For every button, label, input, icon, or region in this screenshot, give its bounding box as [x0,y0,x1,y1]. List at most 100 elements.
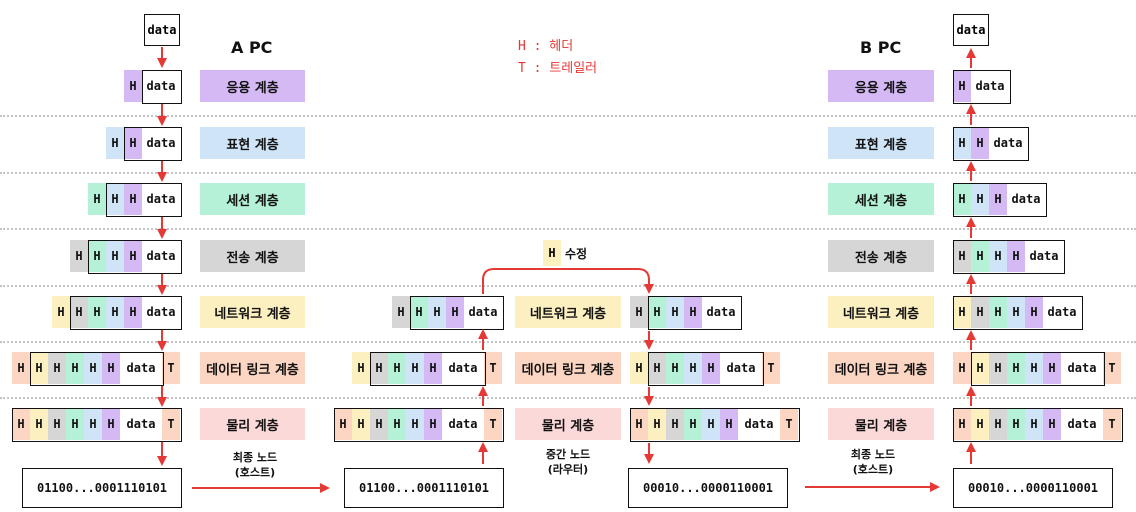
host-a-row5-header-cell: H [88,296,106,328]
layer-separator [0,228,1136,230]
host-b-row3-header-cell: H [989,183,1007,215]
router-in-row3-header-cell: H [406,408,424,440]
host-b-row5-header-cell: H [1007,296,1025,328]
layer-separator [0,115,1136,117]
host-b-row5-header-cell: H [953,296,971,328]
host-b-row5-header-cell: H [989,296,1007,328]
host-b-row5-header-cell: H [971,296,989,328]
host-a-layer-label: 세션 계층 [200,183,305,215]
host-b-row7-header-cell: H [1043,408,1061,440]
host-a-row5-header-cell: H [70,296,88,328]
host-a-row7-trailer-cell: T [162,408,180,440]
router-out-row2-header-cell: H [666,352,684,384]
host-b-layer-label: 네트워크 계층 [828,296,934,328]
host-a-row4-header-cell: H [106,240,124,272]
router-in-row1-header-cell: H [446,296,464,328]
router-in-row2-header-cell: H [388,352,406,384]
host-b-row2-header-cell: H [971,127,989,159]
router-out-row3-header-cell: H [702,408,720,440]
legend-header: H : 헤더 [518,39,574,54]
host-b-layer-label: 표현 계층 [828,127,934,159]
layer-separator [0,285,1136,287]
modify-header-text: H [548,246,556,260]
host-b-row6-trailer-cell: T [1103,352,1121,384]
modify-header-cell: H [543,240,561,266]
router-out-row1-data-cell: data [702,296,740,328]
host-a-row1-header-cell: H [124,70,142,102]
host-b-layer-label: 응용 계층 [828,70,934,102]
host-b-row7-data-cell: data [1061,408,1103,440]
host-b-row3-header-cell: H [953,183,971,215]
router-in-row2-trailer-cell: T [484,352,502,384]
header-modify-arrow [482,268,654,294]
router-bitstream-out: 00010...0000110001 [628,468,788,508]
legend: H : 헤더 T : 트레일러 [518,36,597,80]
router-out-row2-header-cell: H [630,352,648,384]
host-b-layer-label: 데이터 링크 계층 [828,352,934,384]
router-layer-label: 물리 계층 [515,408,621,440]
host-a-bitstream: 01100...0001110101 [22,468,182,508]
host-b-row7-header-cell: H [953,408,971,440]
host-b-row6-header-cell: H [1007,352,1025,384]
router-in-row3-header-cell: H [334,408,352,440]
router-out-row2-header-cell: H [702,352,720,384]
host-a-row3-header-cell: H [124,183,142,215]
router-out-row3-header-cell: H [684,408,702,440]
host-a-row6-trailer-cell: T [162,352,180,384]
host-a-row3-data-cell: data [142,183,180,215]
host-a-row7-header-cell: H [12,408,30,440]
host-a-row5-data-cell: data [142,296,180,328]
host-a-row7-data-cell: data [120,408,162,440]
host-a-row4-header-cell: H [88,240,106,272]
host-a-title: A PC [231,38,273,57]
host-a-row4-header-cell: H [124,240,142,272]
host-b-title: B PC [860,38,902,57]
host-a-row7-header-cell: H [84,408,102,440]
host-a-row7-header-cell: H [102,408,120,440]
host-b-row7-header-cell: H [989,408,1007,440]
host-a-caption-line2: (호스트) [234,466,276,479]
host-a-row5-header-cell: H [106,296,124,328]
host-a-row6-header-cell: H [30,352,48,384]
router-out-row3-data-cell: data [738,408,780,440]
router-out-row3-header-cell: H [666,408,684,440]
router-in-row2-header-cell: H [424,352,442,384]
host-b-row5-data-cell: data [1043,296,1081,328]
host-b-row6-header-cell: H [1025,352,1043,384]
router-out-row2-data-cell: data [720,352,762,384]
router-in-row2-header-cell: H [352,352,370,384]
legend-trailer: T : 트레일러 [518,61,598,76]
host-b-row6-header-cell: H [953,352,971,384]
router-out-row1-header-cell: H [666,296,684,328]
host-a-row3-header-cell: H [88,183,106,215]
host-a-row6-header-cell: H [102,352,120,384]
host-b-row6-header-cell: H [989,352,1007,384]
host-b-row4-header-cell: H [953,240,971,272]
router-in-row3-data-cell: data [442,408,484,440]
router-out-row1-header-cell: H [684,296,702,328]
host-a-row4-data-cell: data [142,240,180,272]
host-a-row5-header-cell: H [52,296,70,328]
router-in-row2-data-cell: data [442,352,484,384]
router-out-row1-header-cell: H [648,296,666,328]
router-caption-line2: (라우터) [547,463,589,476]
modify-label: 수정 [565,247,588,261]
router-out-row3-header-cell: H [648,408,666,440]
host-a-row1-data-cell: data [142,70,180,102]
host-a-row7-header-cell: H [66,408,84,440]
host-b-row7-trailer-cell: T [1103,408,1121,440]
host-a-layer-label: 물리 계층 [200,408,305,440]
router-in-row2-header-cell: H [406,352,424,384]
host-b-caption: 최종 노드 (호스트) [820,447,926,477]
host-b-row6-header-cell: H [1043,352,1061,384]
router-out-row3-header-cell: H [720,408,738,440]
host-b-row1-header-cell: H [953,70,971,102]
host-b-row4-data-cell: data [1025,240,1063,272]
router-caption: 중간 노드 (라우터) [515,447,621,477]
